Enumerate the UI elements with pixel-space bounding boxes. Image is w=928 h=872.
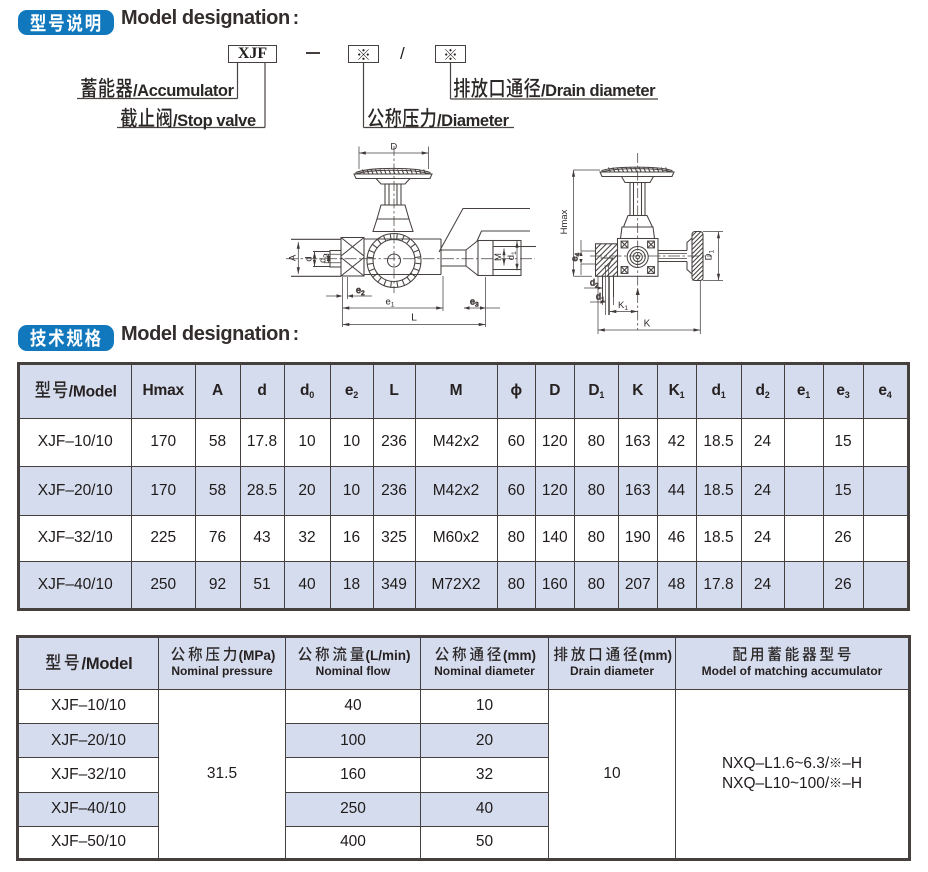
svg-text:e2: e2 [356,285,365,297]
svg-text:A: A [287,254,298,261]
svg-text:D1: D1 [704,249,716,260]
svg-text:M: M [493,253,504,261]
svg-text:d0: d0 [317,254,329,263]
svg-text:e4: e4 [570,252,582,261]
svg-text:e1: e1 [385,297,394,309]
svg-text:K: K [644,319,651,330]
svg-text:d2: d2 [590,278,599,290]
svg-text:d1: d1 [596,292,605,304]
svg-text:e3: e3 [470,297,479,309]
svg-text:d1: d1 [506,251,518,260]
svg-text:K1: K1 [618,300,628,312]
svg-text:D: D [390,142,397,153]
svg-text:L: L [411,312,417,324]
svg-text:Hmax: Hmax [559,209,570,234]
svg-text:d: d [304,256,315,261]
